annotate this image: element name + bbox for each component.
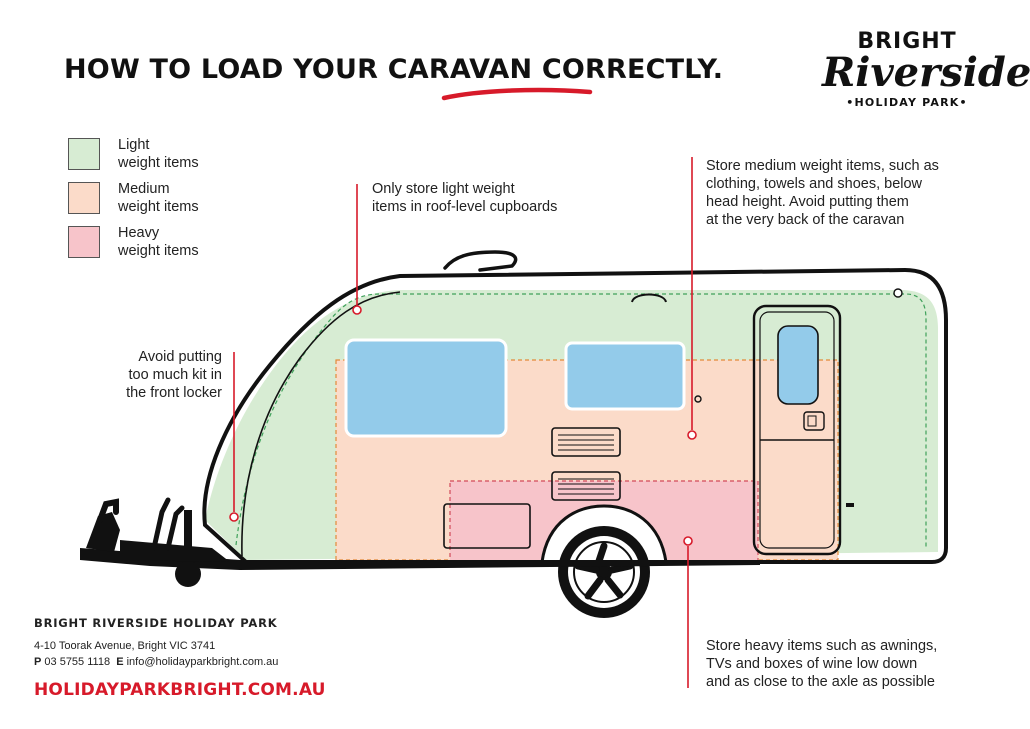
caravan-outline — [202, 267, 948, 564]
skylight — [631, 293, 667, 303]
side-window — [564, 341, 686, 411]
website-link[interactable]: HOLIDAYPARKBRIGHT.COM.AU — [34, 680, 326, 700]
roof-vent — [443, 250, 518, 272]
caravan-inner-outline — [241, 291, 401, 557]
hitch-coupler — [86, 498, 120, 552]
rear-marker — [893, 288, 903, 298]
legend-swatch-medium — [68, 182, 100, 214]
email-address[interactable]: info@holidayparkbright.com.au — [126, 656, 279, 668]
phone-number: 03 5755 1118 — [44, 656, 111, 668]
contact-footer: BRIGHT RIVERSIDE HOLIDAY PARK 4-10 Toora… — [34, 616, 326, 700]
park-name: BRIGHT RIVERSIDE HOLIDAY PARK — [34, 616, 278, 630]
callout-front — [229, 352, 239, 522]
callout-medium — [687, 157, 697, 440]
handbrake-lever — [151, 497, 185, 551]
park-address: 4-10 Toorak Avenue, Bright VIC 3741 — [34, 640, 216, 652]
title-part-1: HOW TO LOAD YOUR CARAVAN — [64, 54, 542, 85]
callout-heavy — [683, 536, 693, 688]
rear-lock — [846, 503, 854, 507]
light-zone-dashed-border — [235, 293, 927, 548]
wheel — [558, 526, 650, 618]
storage-hatch — [443, 503, 531, 549]
caravan-door — [752, 304, 842, 556]
note-heavy: Store heavy items such as awnings,TVs an… — [706, 638, 938, 690]
legend-swatch-heavy — [68, 226, 100, 258]
contact-line: P 03 5755 1118 E info@holidayparkbright.… — [34, 656, 279, 668]
lower-vent — [551, 471, 621, 501]
legend-swatch-light — [68, 138, 100, 170]
page-title: HOW TO LOAD YOUR CARAVAN CORRECTLY. — [64, 54, 723, 85]
jockey-wheel — [175, 510, 201, 587]
title-underline — [441, 87, 593, 101]
wall-fitting — [694, 395, 702, 403]
upper-vent — [551, 427, 621, 457]
logo-line-3: •HOLIDAY PARK• — [846, 96, 968, 109]
front-window — [344, 338, 508, 438]
chassis-drawbar — [80, 540, 760, 570]
logo-line-1: BRIGHT — [857, 29, 957, 54]
callout-roof — [352, 184, 362, 315]
title-part-2: CORRECTLY. — [541, 54, 724, 85]
